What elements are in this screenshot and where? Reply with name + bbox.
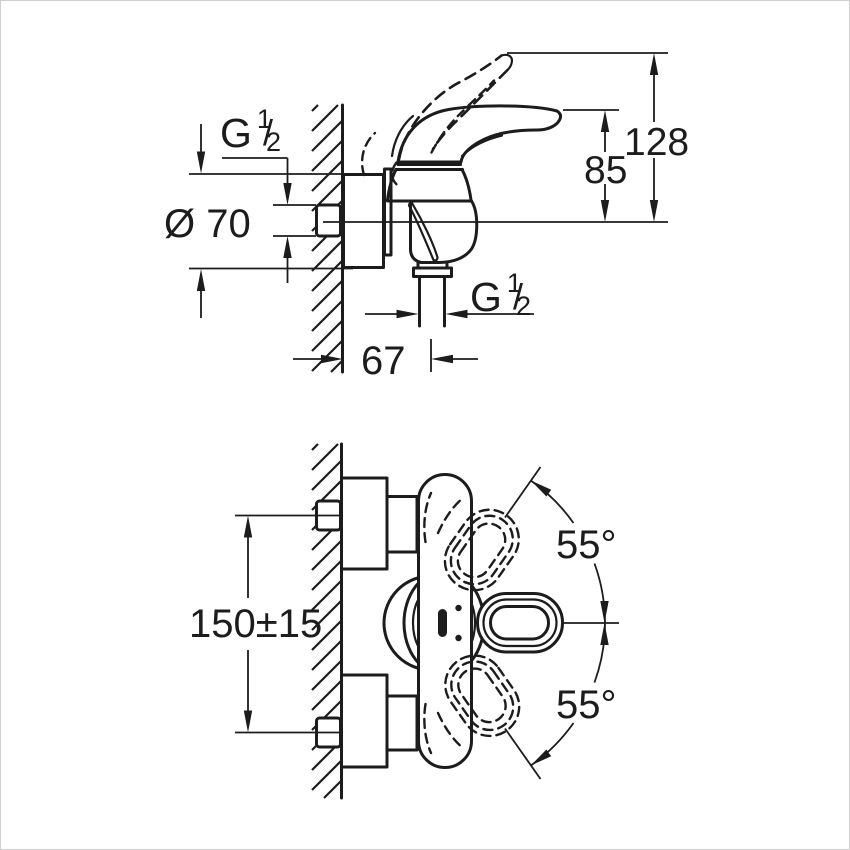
- dim-swivel-angle-lower-label: 55°: [556, 683, 617, 727]
- hose-nut: [412, 266, 453, 278]
- dim-handle-height-label: 85: [584, 149, 628, 192]
- paddle-dashed-hints: [423, 491, 465, 755]
- thread-size-letter: G: [220, 110, 252, 156]
- dim-wall-offset-label: 67: [361, 339, 406, 383]
- thread-fraction-denominator: 2: [515, 291, 531, 321]
- ring-dashed-upper: [443, 508, 520, 592]
- thread-fraction-numerator: 1: [506, 268, 522, 298]
- thread-fraction-numerator: 1: [256, 104, 272, 134]
- dim-inlet-thread-label: G 1 / 2: [220, 106, 281, 157]
- lever-handle-side: [390, 104, 563, 164]
- dim-flange-diameter: [189, 124, 353, 318]
- swivel-angle-annotation: [504, 466, 619, 780]
- lever-ring-front: [476, 592, 564, 654]
- wall-hatch-side: [311, 104, 343, 373]
- mixer-body: [383, 163, 479, 328]
- thread-size-letter: G: [470, 274, 502, 320]
- flange-side: [342, 173, 385, 269]
- handle-indicator-marks: [438, 604, 462, 642]
- dim-mounting-spacing: [243, 515, 253, 733]
- dim-handle-heights: [507, 52, 668, 222]
- mounting-blocks: [235, 476, 419, 769]
- front-view: [235, 442, 619, 800]
- thread-fraction-slash: /: [262, 112, 273, 153]
- dim-inlet-thread: [222, 157, 316, 283]
- dim-flange-diameter-label: Ø 70: [164, 202, 251, 246]
- dim-swivel-angle-upper-label: 55°: [556, 523, 617, 567]
- shower-hose: [418, 275, 446, 328]
- dim-wall-offset: [293, 339, 478, 372]
- side-view: [189, 52, 668, 374]
- ring-dashed-lower: [444, 654, 521, 738]
- dim-max-height-label: 128: [624, 121, 690, 164]
- dim-outlet-thread-label: G 1 / 2: [470, 270, 531, 321]
- dim-outlet-thread: [365, 309, 534, 319]
- lever-handle-raised-dashed: [360, 53, 514, 186]
- inlet-fitting: [315, 203, 342, 238]
- thread-fraction-slash: /: [512, 276, 523, 317]
- thread-fraction-denominator: 2: [265, 127, 281, 157]
- body-swoosh: [407, 201, 439, 262]
- dim-mount-spacing-label: 150±15: [189, 602, 323, 646]
